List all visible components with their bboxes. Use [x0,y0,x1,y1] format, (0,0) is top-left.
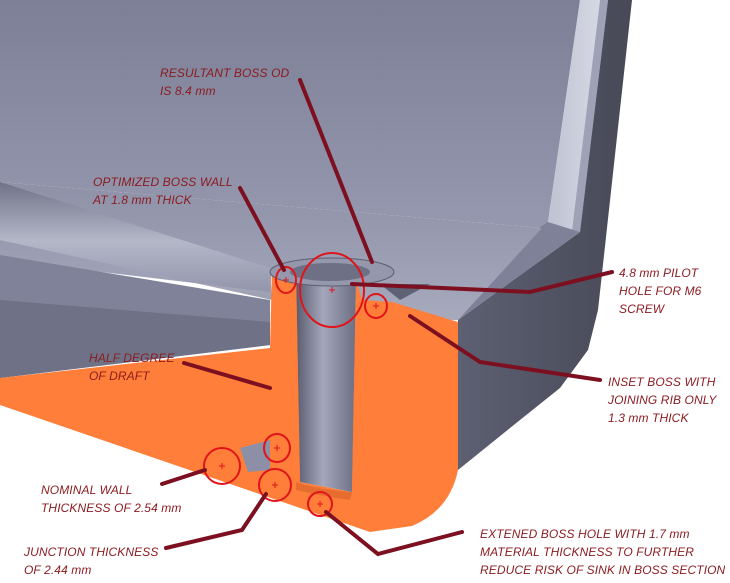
right-outer-wall [458,0,632,470]
leader-nominal-wall [160,468,207,486]
floor-fillet [0,182,272,300]
back-wall [0,0,580,228]
leader-boss-wall [238,186,286,272]
leader-junction [164,492,268,550]
callout-circle-nominal-wall [203,447,241,485]
leader-inset-boss [408,314,602,382]
leader-pilot-hole [350,270,614,295]
callout-circle-boss-wall [275,266,297,294]
callout-circle-junction [258,468,292,502]
callout-circle-draft [263,433,291,463]
callout-circle-extended-hole [307,491,333,517]
leader-boss-od [298,78,374,264]
leader-draft [182,361,272,390]
top-lip [548,0,600,230]
section-cut [0,262,458,532]
callout-circle-rib [364,293,388,319]
boss-bore [296,270,356,492]
callout-circle-boss-od [299,252,365,328]
leader-extended-hole [324,510,464,557]
